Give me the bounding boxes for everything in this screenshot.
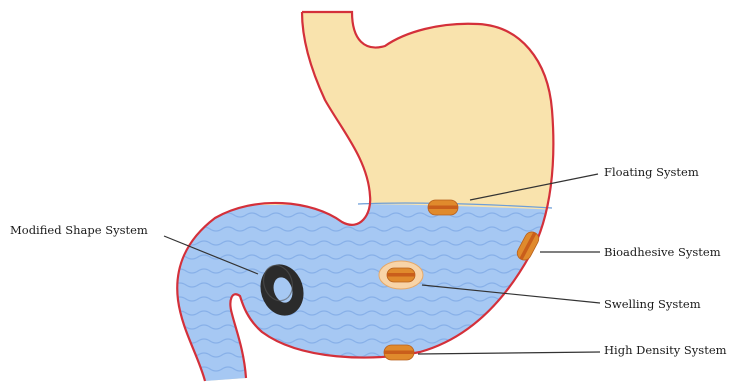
high-density-system-label: High Density System — [604, 343, 727, 357]
bioadhesive-system-label: Bioadhesive System — [604, 245, 721, 259]
high-density-tablet-icon — [384, 345, 414, 360]
high-density-leader-line — [418, 352, 600, 354]
modified-shape-system-label: Modified Shape System — [10, 223, 148, 237]
floating-tablet-icon — [428, 200, 458, 215]
swelling-tablet-icon — [379, 261, 423, 289]
floating-system-label: Floating System — [604, 165, 699, 179]
swelling-system-label: Swelling System — [604, 297, 701, 311]
